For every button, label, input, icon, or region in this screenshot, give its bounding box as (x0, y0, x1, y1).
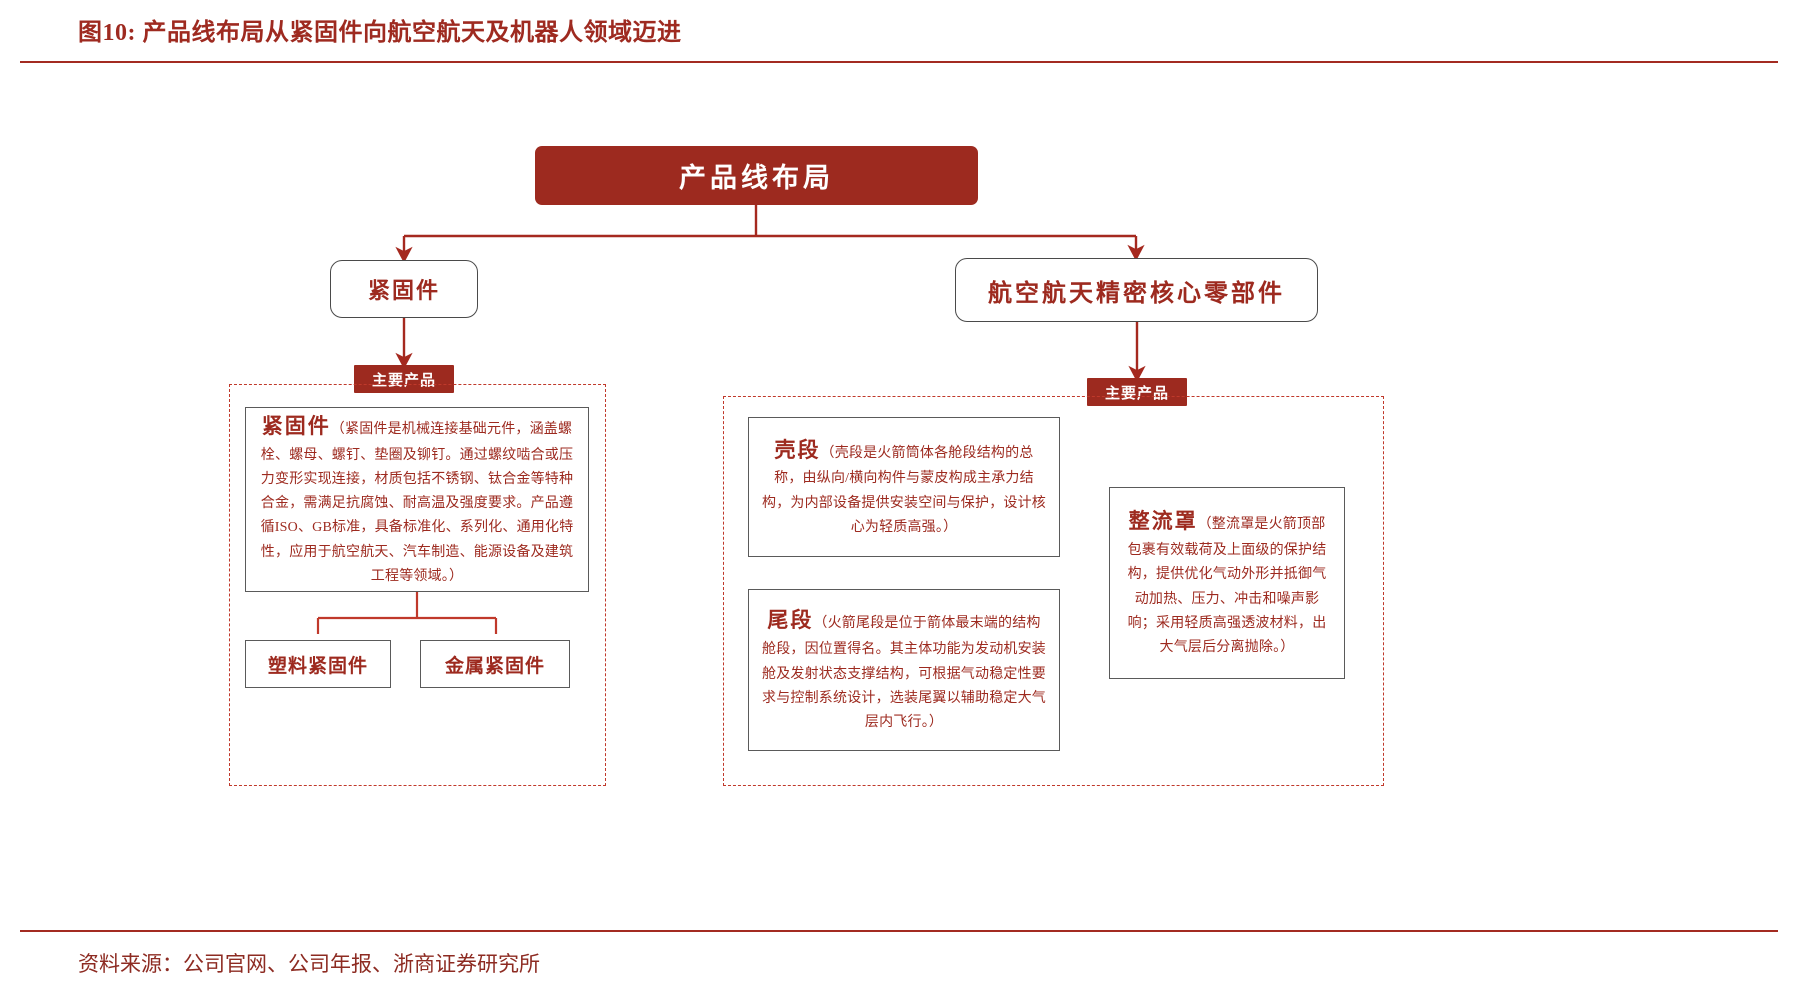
leaf-node-plastic-fastener[interactable]: 塑料紧固件 (245, 640, 391, 688)
content-box-fastener-body: （紧固件是机械连接基础元件，涵盖螺栓、螺母、螺钉、垫圈及铆钉。通过螺纹啮合或压力… (260, 421, 574, 585)
page-header: 图10: 产品线布局从紧固件向航空航天及机器人领域迈进 (0, 0, 1798, 63)
leaf-node-metal-fastener[interactable]: 金属紧固件 (420, 640, 570, 688)
content-box-fairing-body: （整流罩是火箭顶部包裹有效载荷及上面级的保护结构，提供优化气动外形并抵御气动加热… (1127, 517, 1327, 656)
root-node-product-line-layout[interactable]: 产品线布局 (535, 146, 978, 205)
branch-node-fasteners[interactable]: 紧固件 (330, 260, 478, 318)
tag-main-products-right: 主要产品 (1087, 378, 1187, 406)
content-box-fastener-heading: 紧固件 (261, 413, 331, 438)
content-box-shell-section[interactable]: 壳段（壳段是火箭筒体各舱段结构的总称，由纵向/横向构件与蒙皮构成主承力结构，为内… (748, 417, 1060, 557)
content-box-shell-heading: 壳段 (774, 437, 821, 462)
content-box-fairing-heading: 整流罩 (1128, 509, 1198, 534)
content-box-tail-section[interactable]: 尾段（火箭尾段是位于箭体最末端的结构舱段，因位置得名。其主体功能为发动机安装舱及… (748, 589, 1060, 751)
source-note: 资料来源：公司官网、公司年报、浙商证券研究所 (78, 952, 540, 976)
branch-node-aerospace-core-parts[interactable]: 航空航天精密核心零部件 (955, 258, 1318, 322)
content-box-tail-heading: 尾段 (767, 608, 814, 633)
content-box-shell-body: （壳段是火箭筒体各舱段结构的总称，由纵向/横向构件与蒙皮构成主承力结构，为内部设… (762, 445, 1046, 536)
content-box-fairing[interactable]: 整流罩（整流罩是火箭顶部包裹有效载荷及上面级的保护结构，提供优化气动外形并抵御气… (1109, 487, 1345, 679)
page-title: 图10: 产品线布局从紧固件向航空航天及机器人领域迈进 (78, 20, 682, 46)
diagram-canvas: 产品线布局 紧固件 航空航天精密核心零部件 主要产品 主要产品 紧固件（紧固件是… (0, 62, 1798, 928)
group-container-fasteners (229, 384, 606, 786)
group-container-aerospace (723, 396, 1384, 786)
footer-divider (20, 930, 1778, 932)
header-divider (20, 61, 1778, 63)
content-box-tail-body: （火箭尾段是位于箭体最末端的结构舱段，因位置得名。其主体功能为发动机安装舱及发射… (762, 616, 1046, 731)
content-box-fastener-detail[interactable]: 紧固件（紧固件是机械连接基础元件，涵盖螺栓、螺母、螺钉、垫圈及铆钉。通过螺纹啮合… (245, 407, 589, 592)
